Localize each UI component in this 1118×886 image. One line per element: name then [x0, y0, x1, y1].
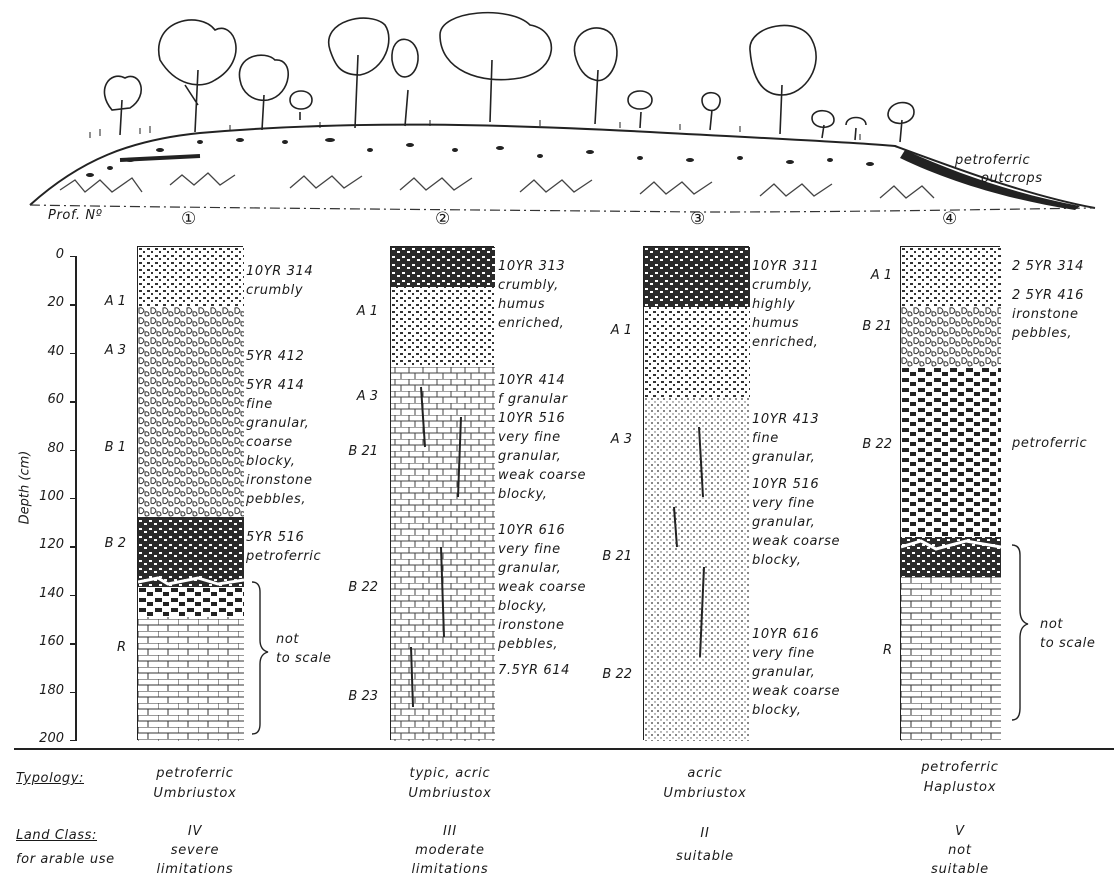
horizon-label: A 3 — [86, 343, 126, 358]
horizon-description: 5YR 516 petroferric — [246, 528, 321, 566]
horizon-description: 5YR 412 — [246, 347, 304, 366]
soil-column-2-texture — [391, 247, 495, 741]
outcrop-label-line2: outcrops — [955, 170, 1043, 188]
typology-1: petroferric Umbriustox — [110, 764, 280, 804]
depth-tick-label: 40 — [20, 344, 64, 359]
scale-note: not to scale — [276, 630, 331, 668]
soil-column-3-texture — [644, 247, 750, 741]
horizon-label: A 3 — [592, 432, 632, 447]
horizon-description: 10YR 313 crumbly, humus enriched, — [498, 257, 565, 333]
depth-tick-label: 20 — [20, 295, 64, 310]
horizon-description: 10YR 413 fine granular, — [752, 410, 819, 467]
outcrop-label: petroferric outcrops — [955, 152, 1043, 188]
land-class-label: Land Class: — [16, 828, 97, 843]
profile-number-3: ③ — [690, 210, 706, 228]
outcrop-label-line1: petroferric — [955, 152, 1043, 170]
profile-number-1: ① — [181, 210, 197, 228]
depth-tick-label: 80 — [20, 441, 64, 456]
typology-label: Typology: — [16, 771, 84, 786]
horizon-label: R — [852, 643, 892, 658]
soil-column-4 — [900, 246, 1000, 740]
soil-column-2 — [390, 246, 494, 740]
landscape-illustration — [0, 0, 1118, 240]
horizon-description: 2 5YR 416 ironstone pebbles, — [1012, 286, 1084, 343]
depth-tick-label: 0 — [20, 247, 64, 262]
horizon-description: 10YR 616 very fine granular, weak coarse… — [752, 625, 840, 720]
horizon-description: 10YR 516 very fine granular, weak coarse… — [752, 475, 840, 570]
soil-column-3 — [643, 246, 749, 740]
horizon-label: B 21 — [338, 444, 378, 459]
depth-tick-label: 100 — [20, 489, 64, 504]
land-class-1: IV severe limitations — [110, 822, 280, 879]
horizon-label: B 2 — [86, 536, 126, 551]
typology-3: acric Umbriustox — [620, 764, 790, 804]
ironstone-pebbles — [86, 138, 874, 177]
soil-column-1-texture — [138, 247, 244, 741]
horizon-label: A 1 — [338, 304, 378, 319]
horizon-label: B 21 — [592, 549, 632, 564]
horizon-description: 10YR 314 crumbly — [246, 262, 313, 300]
land-class-4: V not suitable — [875, 822, 1045, 879]
profile-number-2: ② — [435, 210, 451, 228]
horizon-description: 2 5YR 314 — [1012, 257, 1084, 276]
depth-tick-label: 180 — [20, 683, 64, 698]
horizon-label: A 1 — [592, 323, 632, 338]
horizon-label: B 22 — [592, 667, 632, 682]
horizon-label: B 21 — [852, 319, 892, 334]
soil-column-4-texture — [901, 247, 1001, 741]
horizon-label: B 23 — [338, 689, 378, 704]
horizon-description: 7.5YR 614 — [498, 661, 570, 680]
land-class-2: III moderate limitations — [365, 822, 535, 879]
depth-tick-label: 200 — [20, 731, 64, 746]
depth-tick-label: 160 — [20, 634, 64, 649]
scale-note: not to scale — [1040, 615, 1095, 653]
depth-tick-label: 120 — [20, 537, 64, 552]
prof-label: Prof. Nº — [48, 207, 102, 225]
depth-tick-label: 140 — [20, 586, 64, 601]
land-class-3: II suitable — [620, 822, 790, 868]
horizon-description: 10YR 311 crumbly, highly humus enriched, — [752, 257, 819, 352]
horizon-label: A 3 — [338, 389, 378, 404]
depth-tick-mark — [70, 740, 77, 741]
horizon-label: A 1 — [86, 294, 126, 309]
depth-tick-label: 60 — [20, 392, 64, 407]
horizon-label: A 1 — [852, 268, 892, 283]
trees — [104, 13, 914, 142]
horizon-label: B 22 — [338, 580, 378, 595]
typology-4: petroferric Haplustox — [875, 758, 1045, 798]
profile-number-4: ④ — [942, 210, 958, 228]
horizon-description: 5YR 414 fine granular, coarse blocky, ir… — [246, 376, 313, 509]
typology-2: typic, acric Umbriustox — [365, 764, 535, 804]
soil-column-1 — [137, 246, 243, 740]
horizon-label: B 22 — [852, 437, 892, 452]
land-class-sublabel: for arable use — [16, 852, 115, 867]
depth-axis-line — [75, 256, 77, 740]
horizon-description: 10YR 616 very fine granular, weak coarse… — [498, 521, 586, 654]
horizon-label: B 1 — [86, 440, 126, 455]
depth-axis-label: Depth (cm) — [17, 451, 32, 525]
horizon-description: petroferric — [1012, 434, 1087, 453]
laterite-pattern — [60, 173, 934, 198]
footer-divider — [14, 748, 1114, 750]
horizon-label: R — [86, 640, 126, 655]
scale-brace-4 — [1012, 545, 1028, 720]
horizon-description: 10YR 414 f granular 10YR 516 very fine g… — [498, 371, 586, 504]
